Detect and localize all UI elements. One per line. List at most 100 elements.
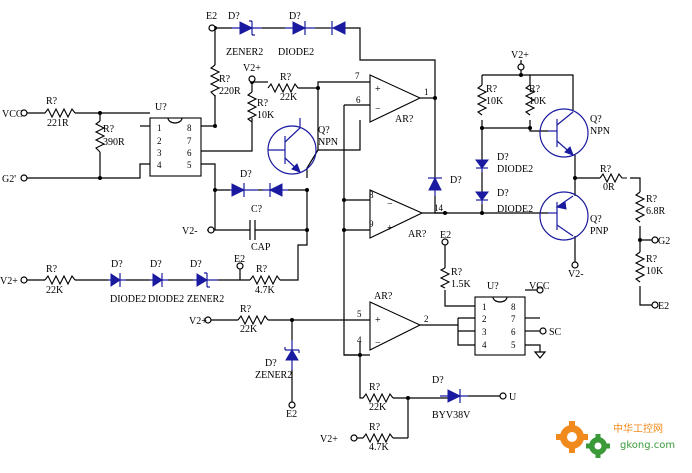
diode-left-mid [230, 183, 258, 197]
resistor-220r [209, 64, 221, 99]
r-390-ref: R? [103, 124, 115, 135]
r-22k-bot-val: 22K [369, 402, 387, 413]
u2-pin-6: 6 [511, 327, 516, 337]
net-e2-bottom: E2 [286, 409, 297, 420]
d-diode-r1-ref: D? [497, 152, 509, 163]
zener-top-diode [232, 20, 262, 36]
r-6-8-val: 6.8R [646, 206, 666, 217]
q-npn2-ref: Q? [590, 114, 602, 125]
u2-pin-3: 3 [482, 327, 487, 337]
diode-left-mid-2 [263, 183, 288, 197]
diodes [108, 20, 489, 403]
r-6-8-ref: R? [646, 194, 658, 205]
r-220-ref: R? [219, 74, 231, 85]
d-chain1-val: DIODE2 [110, 294, 146, 305]
zener-low-diode [284, 340, 300, 370]
ar3-minus: − [375, 338, 381, 349]
net-v2p-e: V2+ [320, 434, 338, 445]
ar3-pin-2: 2 [424, 314, 429, 324]
u2-pin-2: 2 [482, 314, 487, 324]
r-22k-lower-val: 22K [240, 324, 258, 335]
q-npn1-ref: Q? [318, 125, 330, 136]
d-byv-ref: D? [432, 375, 444, 386]
resistor-22k-left [44, 274, 76, 286]
ar1-pin-7: 7 [355, 71, 360, 81]
d-left-mid-ref: D? [240, 169, 252, 180]
r-22k-left-ref: R? [46, 264, 58, 275]
diode-right-1 [475, 159, 489, 172]
r-10k-r2-val: 10K [529, 96, 547, 107]
d-diode-r2-ref: D? [497, 188, 509, 199]
d-diode-r2-val: DIODE2 [497, 204, 533, 215]
ar3-plus: + [375, 315, 381, 326]
r-0r-val: 0R [603, 182, 615, 193]
u1-pin-7: 7 [187, 136, 192, 146]
cap-ref: C? [251, 204, 263, 215]
ic-u2 [474, 296, 526, 356]
ar2-pin-9: 9 [369, 219, 374, 229]
u1-pin-3: 3 [157, 148, 162, 158]
ar3-ref: AR? [374, 291, 393, 302]
q-pnp-ref: Q? [590, 214, 602, 225]
r-4-7k-bot-val: 4.7K [369, 442, 390, 453]
net-v2p-d: V2+ [189, 316, 207, 327]
r-10k-g-val: 10K [646, 266, 664, 277]
ic-u1 [149, 117, 202, 177]
ar3-pin-4: 4 [357, 335, 362, 345]
r-10k-r1-ref: R? [486, 84, 498, 95]
r-vcc-ref: R? [46, 96, 58, 107]
resistor-10k-r1 [476, 84, 488, 116]
net-sc: SC [549, 327, 562, 338]
diode-top-1 [285, 21, 315, 35]
transistor-npn2 [539, 108, 589, 158]
diode-right-2 [475, 191, 489, 204]
wires [27, 27, 652, 439]
r-1-5k-val: 1.5K [451, 279, 472, 290]
d-chain3-val: ZENER2 [187, 294, 224, 305]
capacitor [237, 220, 268, 240]
d-byv-val: BYV38V [432, 410, 471, 421]
resistor-10k-g [634, 251, 646, 283]
d-diode-top-ref: D? [289, 11, 301, 22]
d-zener-top-val: ZENER2 [226, 47, 263, 58]
net-e2-u2: E2 [440, 230, 451, 241]
d-mid-ref: D? [450, 175, 462, 186]
net-e2-top: E2 [206, 11, 217, 22]
resistor-1-5k [439, 267, 451, 289]
r-22k-left-val: 22K [46, 285, 64, 296]
resistor-390r [94, 120, 106, 153]
q-pnp-val: PNP [590, 226, 609, 237]
diode-top-2 [330, 21, 346, 35]
r-22k-top-val: 22K [280, 92, 298, 103]
watermark-cn: 中华工控网 [613, 422, 663, 435]
u1-ref: U? [155, 102, 167, 113]
diode-chain-1 [108, 273, 126, 287]
u1-pin-2: 2 [157, 136, 162, 146]
resistor-10k-b [246, 91, 258, 123]
junctions [98, 26, 642, 400]
resistor-4-7k [249, 274, 281, 286]
r-22k-lower-ref: R? [240, 304, 252, 315]
r-1-5k-ref: R? [451, 267, 463, 278]
ar2-pin-8: 8 [369, 190, 374, 200]
u1-pin-8: 8 [187, 123, 192, 133]
u1-pin-5: 5 [187, 160, 192, 170]
resistors [44, 64, 646, 444]
ground-symbol [533, 351, 547, 359]
gear-icon [556, 421, 588, 453]
net-v2m-a: V2- [182, 226, 198, 237]
u1-pin-6: 6 [187, 148, 192, 158]
ar2-pin-14: 14 [434, 203, 444, 213]
resistor-4-7k-bot [362, 432, 394, 444]
ar1-minus: − [375, 104, 381, 115]
d-chain1-ref: D? [111, 259, 123, 270]
resistor-22k-lower [237, 314, 269, 326]
net-v2p-c: V2+ [511, 50, 529, 61]
u2-pin-1: 1 [482, 302, 487, 312]
u2-pin-4: 4 [482, 340, 487, 350]
r-22k-bot-ref: R? [369, 382, 381, 393]
resistor-22k-top [267, 82, 299, 94]
r-10k-b-val: 10K [257, 110, 275, 121]
q-npn1-val: NPN [318, 137, 338, 148]
